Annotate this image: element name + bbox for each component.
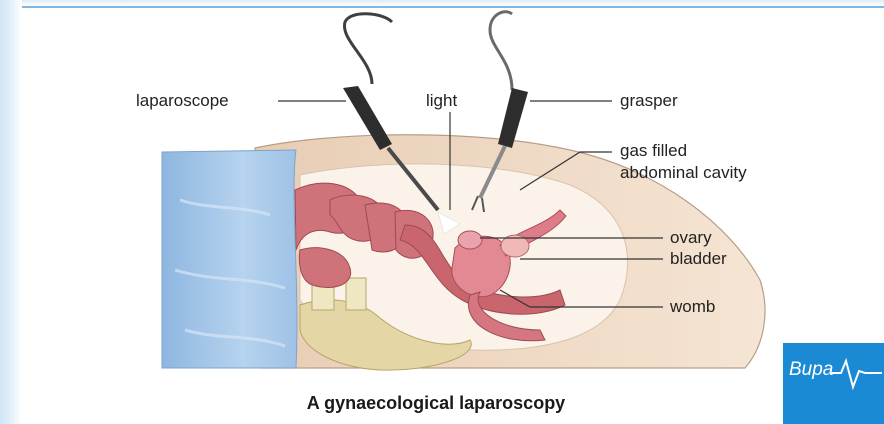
label-womb: womb xyxy=(670,297,715,316)
label-ovary: ovary xyxy=(670,228,712,247)
label-laparoscope: laparoscope xyxy=(136,91,229,110)
blue-drape xyxy=(162,150,297,368)
label-bladder: bladder xyxy=(670,249,727,268)
grasper-cable xyxy=(490,12,512,90)
heartbeat-icon xyxy=(783,343,884,424)
label-grasper: grasper xyxy=(620,91,678,110)
bupa-logo: Bupa xyxy=(783,343,884,424)
ovary-organ xyxy=(458,231,482,249)
figure-caption: A gynaecological laparoscopy xyxy=(0,393,884,414)
label-light: light xyxy=(426,91,457,110)
caption-text: A gynaecological laparoscopy xyxy=(307,393,565,414)
grasper-handle xyxy=(498,88,528,148)
label-abdominal-cavity: abdominal cavity xyxy=(620,163,747,182)
laparoscope-cable xyxy=(344,14,392,84)
label-gas-filled: gas filled xyxy=(620,141,687,160)
